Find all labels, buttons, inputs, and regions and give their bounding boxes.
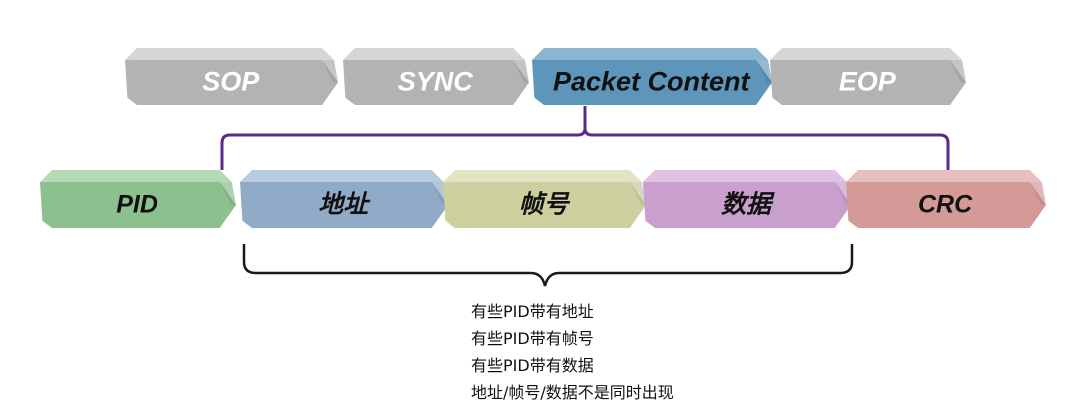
segment-front-face <box>643 182 851 228</box>
segment-top-face <box>643 170 847 182</box>
segment-front-face <box>770 60 966 105</box>
segment-side-face <box>756 60 772 83</box>
notes: 有些PID带有地址 有些PID带有帧号 有些PID带有数据 地址/帧号/数据不是… <box>471 302 674 402</box>
segment-top-face <box>240 170 444 182</box>
segment-label: 数据 <box>721 191 775 219</box>
segment-top-face <box>343 48 526 60</box>
segment-label: CRC <box>918 191 973 219</box>
note-line: 地址/帧号/数据不是同时出现 <box>471 383 674 402</box>
segment-front-face <box>40 182 236 228</box>
bottom-row: PID 地址 帧号 数据 CRC <box>40 170 1046 228</box>
segment-label: SOP <box>202 67 260 97</box>
segment-side-face <box>219 182 236 205</box>
segment-top-face <box>443 170 642 182</box>
field-frame-number: 帧号 <box>443 170 646 228</box>
segment-sop: SOP <box>125 48 338 105</box>
segment-side-face <box>1029 182 1046 205</box>
note-line: 有些PID带有帧号 <box>471 329 594 348</box>
optional-fields-brace <box>242 244 854 287</box>
segment-front-face <box>846 182 1046 228</box>
segment-side-face <box>629 182 646 205</box>
segment-side-face <box>513 60 529 83</box>
segment-eop: EOP <box>770 48 966 105</box>
segment-sync: SYNC <box>343 48 529 105</box>
segment-label: PID <box>116 191 158 219</box>
segment-packet-content: Packet Content <box>532 48 772 105</box>
segment-side-face <box>950 60 966 83</box>
segment-label: 地址 <box>318 191 371 219</box>
segment-front-face <box>443 182 646 228</box>
segment-top-face <box>846 170 1042 182</box>
field-data: 数据 <box>643 170 851 228</box>
segment-top-face <box>532 48 769 60</box>
segment-top-face <box>40 170 232 182</box>
note-line: 有些PID带有地址 <box>471 302 594 321</box>
field-pid: PID <box>40 170 236 228</box>
segment-top-face <box>770 48 963 60</box>
segment-front-face <box>343 60 529 105</box>
segment-side-face <box>322 60 338 83</box>
segment-front-face <box>125 60 338 105</box>
segment-label: Packet Content <box>553 67 751 97</box>
segment-label: SYNC <box>398 67 474 97</box>
field-address: 地址 <box>240 170 448 228</box>
segment-label: EOP <box>839 67 897 97</box>
field-crc: CRC <box>846 170 1046 228</box>
packet-content-connector <box>220 106 950 170</box>
segment-top-face <box>125 48 335 60</box>
segment-front-face <box>240 182 448 228</box>
top-row: SOP SYNC Packet Content EOP <box>125 48 966 105</box>
note-line: 有些PID带有数据 <box>471 356 594 375</box>
segment-front-face <box>532 60 772 105</box>
segment-label: 帧号 <box>519 191 571 219</box>
